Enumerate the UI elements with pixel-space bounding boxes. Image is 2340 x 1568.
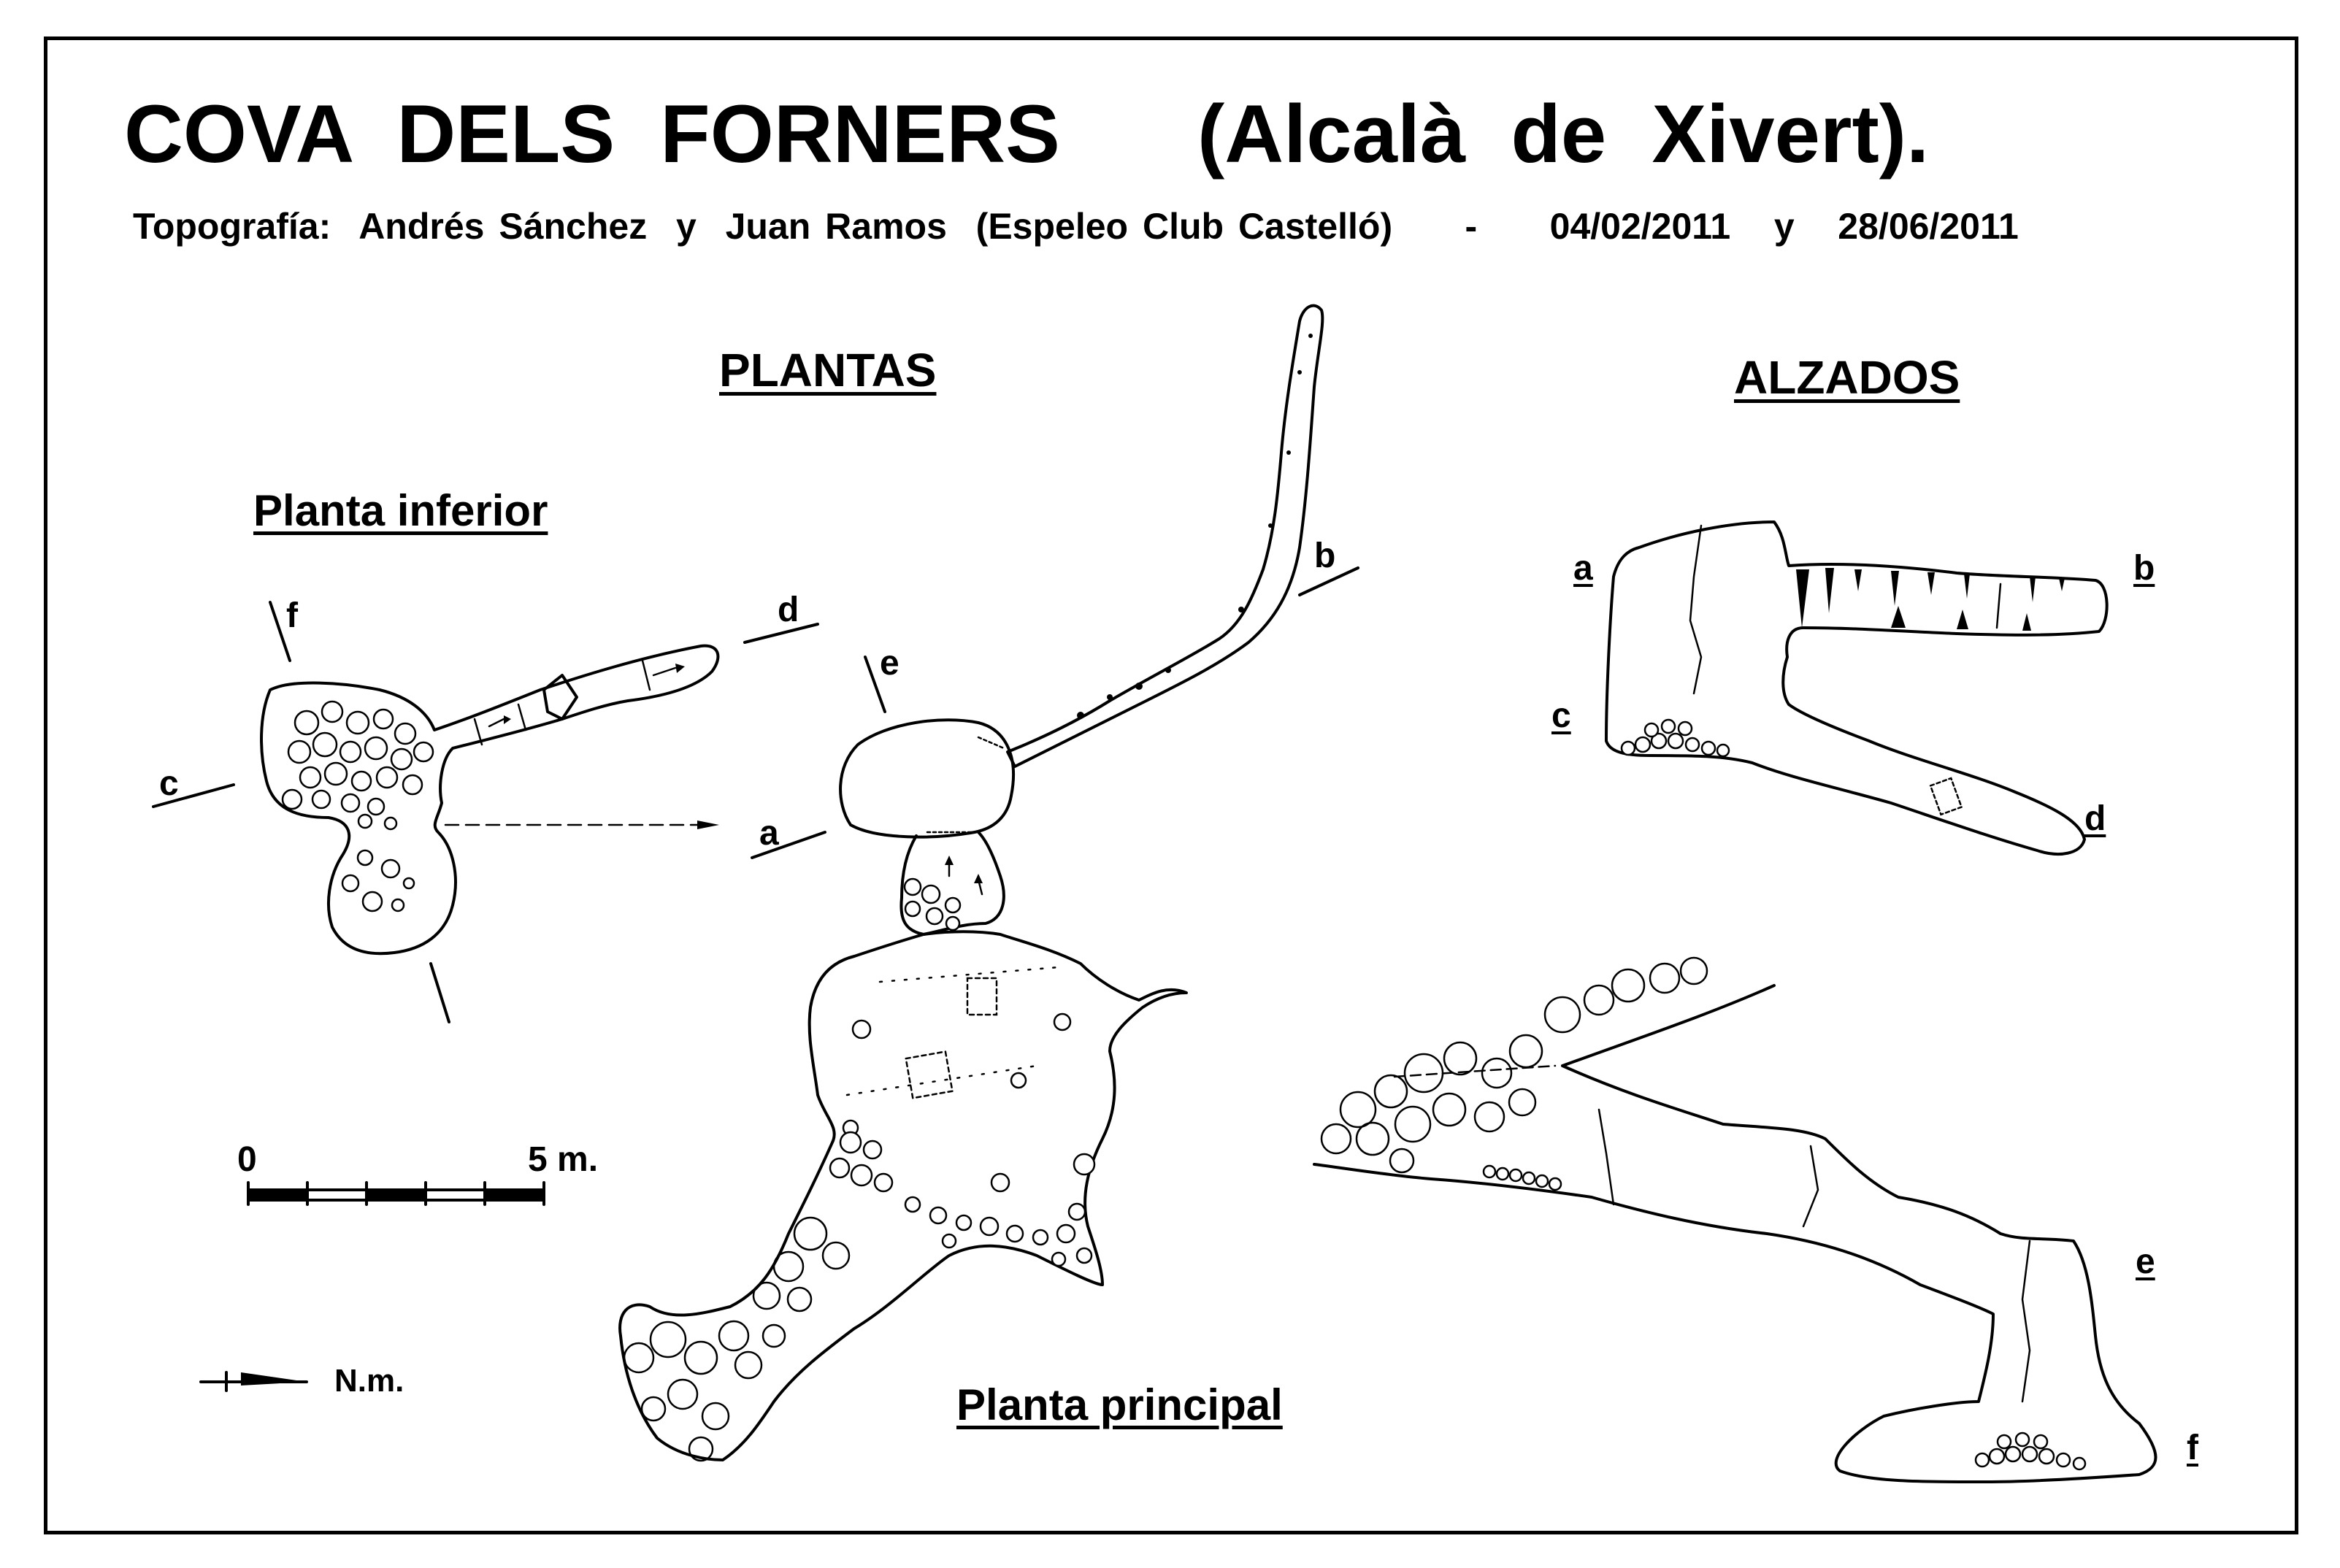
plan-mark-b: b: [1314, 537, 1336, 575]
plan-mark-e: e: [880, 644, 899, 683]
elevation-mark-b: b: [2133, 549, 2155, 588]
scale-start-label: 0: [237, 1140, 257, 1179]
ef-rubble-surface: [1320, 956, 1708, 1174]
elevation-mark-c: c: [1551, 696, 1571, 735]
ab-stalactites: [1796, 568, 2065, 631]
main-chamber-features: [842, 966, 1096, 1193]
survey-credits: Topografía: Andrés Sánchez y Juan Ramos …: [133, 206, 2019, 247]
elevation-mark-f: f: [2187, 1429, 2198, 1467]
plantas-heading: PLANTAS: [719, 344, 937, 396]
ef-floor-rubble: [1482, 1164, 2087, 1471]
scale-bar: [247, 1181, 545, 1206]
planta-principal-heading: Planta principal: [956, 1380, 1283, 1429]
cave-location: (Alcalà de Xivert).: [1197, 88, 1930, 180]
plan-mark-f: f: [286, 596, 298, 635]
neck-boulders: [903, 877, 962, 931]
scale-end-label: 5 m.: [528, 1140, 599, 1179]
alzado-ab-cd: [1605, 520, 2109, 856]
planta-inferior-heading: Planta inferior: [253, 486, 548, 535]
plan-mark-d: d: [778, 591, 799, 629]
sw-passage-scribbles: [623, 1216, 851, 1462]
north-arrow-icon: [199, 1371, 308, 1392]
passage-debris: [1077, 334, 1313, 719]
alzado-ef: [1313, 956, 2157, 1483]
planta-inferior-plan: [260, 644, 720, 956]
elevation-mark-d: d: [2084, 799, 2106, 838]
elevation-mark-a: a: [1573, 549, 1593, 588]
elevation-mark-e: e: [2136, 1242, 2155, 1281]
alzados-heading: ALZADOS: [1734, 351, 1960, 404]
main-chamber-boulders: [829, 1131, 1093, 1267]
plan-section-lines: [152, 566, 1359, 1023]
ab-rubble: [1620, 718, 1730, 758]
plan-mark-a: a: [759, 814, 779, 853]
sheet-border: [44, 36, 2298, 1534]
inferior-boulders: [281, 700, 434, 912]
plan-mark-c: c: [159, 764, 179, 803]
cave-title: COVA DELS FORNERS: [124, 88, 1060, 180]
planta-principal-plan: [618, 304, 1324, 1462]
north-label: N.m.: [334, 1363, 404, 1399]
